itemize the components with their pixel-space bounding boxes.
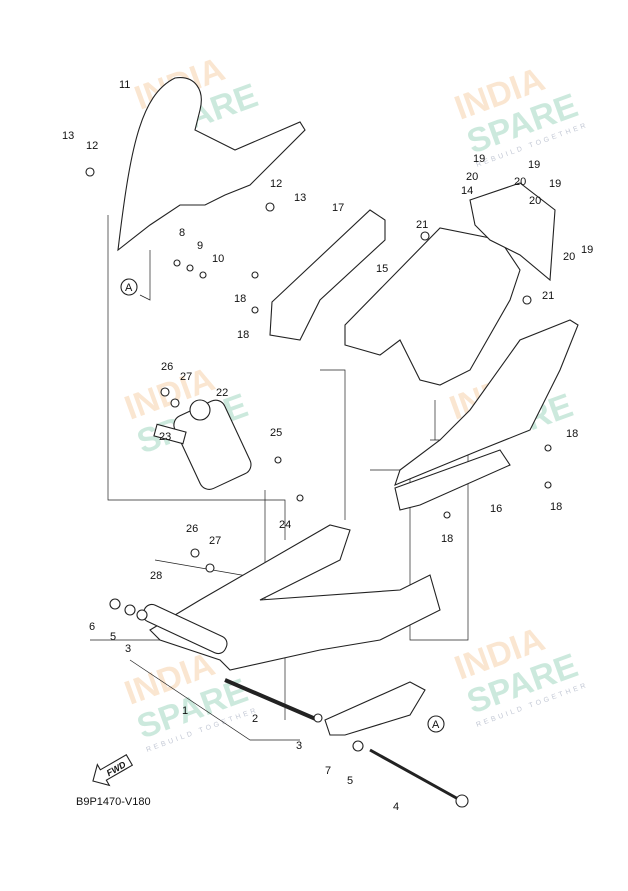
part-label: 20: [563, 251, 575, 263]
pivot-axle: [224, 678, 319, 722]
part-label: 16: [490, 503, 502, 515]
swingarm: [149, 524, 441, 671]
part-label: 6: [89, 621, 95, 633]
part-label: 19: [581, 244, 593, 256]
part-label: 13: [62, 130, 74, 142]
part-label: 4: [393, 801, 399, 813]
part-label: 27: [180, 371, 192, 383]
part-label: 9: [197, 240, 203, 252]
part-label: 12: [270, 178, 282, 190]
part-label: 20: [514, 176, 526, 188]
part-label: 7: [325, 765, 331, 777]
part-label: 3: [125, 643, 131, 655]
part-label: 11: [119, 79, 130, 91]
part-label: 26: [161, 361, 173, 373]
side-cover: [269, 209, 386, 341]
diagram-code: B9P1470-V180: [76, 796, 151, 808]
part-label: 18: [234, 293, 246, 305]
part-label: 13: [294, 192, 306, 204]
tail-cover: [469, 182, 556, 282]
part-label: 19: [528, 159, 540, 171]
part-label: 8: [179, 227, 185, 239]
part-label: 22: [216, 387, 228, 399]
part-label: 18: [237, 329, 249, 341]
part-label: 20: [466, 171, 478, 183]
part-label: 2: [252, 713, 258, 725]
part-label: 1: [182, 705, 188, 717]
part-label: 24: [279, 519, 291, 531]
part-label: 18: [441, 533, 453, 545]
part-label: 21: [416, 219, 428, 231]
part-label: 19: [473, 153, 485, 165]
part-label: 26: [186, 523, 198, 535]
part-label: 28: [150, 570, 162, 582]
part-label: 25: [270, 427, 282, 439]
part-label: 12: [86, 140, 98, 152]
part-label: 15: [376, 263, 388, 275]
part-labels: 11 13 12 8 9 10 12 13 17 19 20 19 19 20 …: [62, 79, 593, 813]
side-panel: [394, 319, 579, 486]
shock-absorber: [153, 399, 252, 490]
reference-marker-a-bottom: A: [427, 715, 445, 733]
part-label: 10: [212, 253, 224, 265]
svg-text:A: A: [125, 282, 133, 294]
rear-fender: [117, 77, 306, 252]
part-label: 19: [549, 178, 561, 190]
reference-marker-a-top: A: [120, 278, 138, 296]
part-label: 5: [347, 775, 353, 787]
swingarm-bolt: [369, 748, 461, 802]
part-label: 18: [566, 428, 578, 440]
fwd-arrow: FWD: [92, 754, 134, 787]
hardware: [85, 167, 552, 752]
part-label: 27: [209, 535, 221, 547]
part-label: 3: [296, 740, 302, 752]
bolt-head: [455, 794, 469, 808]
part-label: 23: [159, 431, 171, 443]
part-label: 18: [550, 501, 562, 513]
chain-guard: [324, 681, 426, 736]
svg-text:A: A: [432, 719, 440, 731]
part-label: 17: [332, 202, 344, 214]
part-label: 21: [542, 290, 554, 302]
part-label: 5: [110, 631, 116, 643]
part-label: 20: [529, 195, 541, 207]
part-label: 14: [461, 185, 473, 197]
lower-panel: [394, 449, 511, 511]
